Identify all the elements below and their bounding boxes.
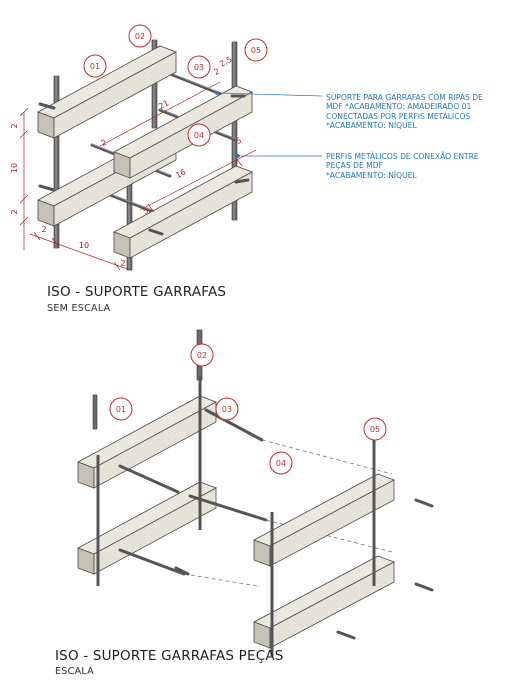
note-1-line-2: MDF *ACABAMENTO: AMADEIRADO 01 [326,102,472,112]
dimension-label: 2 [10,209,19,214]
tag-label: 04 [194,131,204,140]
tag-circle [244,38,268,62]
exploded-horizontal-rods [118,408,268,576]
board-right-lower [113,165,253,259]
tag-label: 05 [370,425,380,434]
tag-view2-02: 02 [190,343,214,367]
tag-view1-01: 01 [83,54,107,78]
tag-markers: 01 02 03 04 05 01 02 03 04 05 [83,24,387,475]
dimension-label: 10 [10,163,19,173]
view-1-title: ISO - SUPORTE GARRAFAS [47,284,227,300]
tag-label: 04 [276,459,286,468]
view-2-exploded [77,329,434,656]
dimension-label: 2 [99,138,108,148]
tag-circle [83,54,107,78]
dimension-label: 2 [212,67,221,77]
note-metal-profiles: PERFIS METÁLICOS DE CONEXÃO ENTRE PEÇAS … [326,152,479,180]
tag-label: 03 [222,405,232,414]
tag-view1-04: 04 [187,123,211,147]
exploded-rod-01 [92,394,98,430]
tag-label: 01 [90,62,100,71]
note-1-line-3: CONECTADAS POR PERFIS METÁLICOS [326,111,471,121]
tag-view2-04: 04 [269,451,293,475]
tag-view2-03: 03 [215,397,239,421]
tag-label: 03 [194,63,204,72]
exploded-pegs [174,498,434,640]
dimension-labels: 2 10 2 2 10 2 2 21 2 5 16 5 2,5 [10,55,243,268]
view-2-scale: ESCALA [55,666,94,677]
view-1-scale: SEM ESCALA [47,303,111,314]
board-right-upper [113,85,253,179]
exploded-board-right-upper [253,473,395,567]
tag-label: 05 [251,46,261,55]
note-bottle-holder: SUPORTE PARA GARRAFAS COM RIPAS DE MDF *… [326,93,483,131]
exploded-right-verticals [270,440,376,656]
note-leaders [215,91,323,158]
dimension-label: 5 [141,206,150,216]
tag-circle [363,417,387,441]
note-2-line-2: PEÇAS DE MDF [326,161,383,171]
dimension-label: 2 [41,225,46,234]
exploded-left-verticals [96,376,202,586]
tag-view1-02: 02 [128,24,152,48]
tag-circle [215,397,239,421]
tag-view1-03: 03 [187,55,211,79]
dimension-label: 16 [174,167,187,180]
tag-circle [109,397,133,421]
note-1-line-1: SUPORTE PARA GARRAFAS COM RIPAS DE [326,93,483,102]
board-left-upper [37,45,177,139]
tag-view2-05: 05 [363,417,387,441]
tag-circle [269,451,293,475]
tag-view2-01: 01 [109,397,133,421]
tag-view1-05: 05 [244,38,268,62]
dimension-label: 10 [79,241,89,250]
view-1-assembled [19,39,323,271]
note-2-line-1: PERFIS METÁLICOS DE CONEXÃO ENTRE [326,152,479,161]
view-2-title: ISO - SUPORTE GARRAFAS PEÇAS [55,648,284,664]
tag-circle [187,123,211,147]
tag-circle [128,24,152,48]
dimension-label: 2,5 [218,55,233,69]
tag-label: 01 [116,405,126,414]
note-2-line-3: *ACABAMENTO: NÍQUEL [326,170,417,180]
tag-label: 02 [197,351,207,360]
tag-circle [187,55,211,79]
dimension-label: 2 [120,259,125,268]
rod-stubs [38,94,250,236]
dimension-label: 2 [10,123,19,128]
tag-circle [190,343,214,367]
dimension-lines [19,81,257,271]
note-1-line-4: *ACABAMENTO: NÍQUEL [326,121,417,131]
exploded-board-right-lower [253,555,395,649]
dimension-label: 21 [157,98,170,111]
tag-label: 02 [135,32,145,41]
dimension-label: 5 [234,136,243,146]
